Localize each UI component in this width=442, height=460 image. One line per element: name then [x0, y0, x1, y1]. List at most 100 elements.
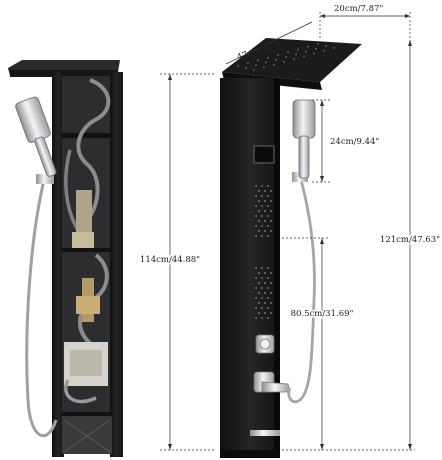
left-hand-shower: [15, 96, 57, 177]
nozzle-hole: [277, 54, 279, 56]
nozzle-hole: [245, 67, 247, 69]
jet-hole: [258, 230, 260, 232]
jet-hole: [270, 210, 272, 212]
label-handshower-drop: 24cm/9.44": [330, 137, 379, 147]
jet-hole: [264, 220, 266, 222]
panel-right-rail: [110, 72, 123, 457]
panel-inner-back: [62, 76, 110, 454]
panel-shelf-1: [62, 133, 112, 138]
label-total-height: 121cm/47.63": [380, 235, 440, 245]
nozzle-hole: [267, 56, 269, 59]
valve-block: [76, 296, 100, 314]
jet-hole: [255, 215, 257, 217]
jet-hole: [258, 210, 260, 212]
diverter-knob: [255, 334, 275, 354]
jet-hole: [255, 267, 257, 269]
nozzle-hole: [313, 52, 315, 55]
dimension-arrowheads: [168, 14, 412, 450]
nozzle-hole: [305, 50, 307, 53]
nozzle-hole: [325, 45, 327, 47]
right-hand-shower-hose: [287, 175, 316, 404]
jet-hole: [255, 317, 257, 319]
panel-column: [220, 78, 280, 456]
jet-hole: [267, 277, 269, 279]
jet-hole: [258, 200, 260, 202]
rainfall-nozzle-grid: [237, 43, 335, 71]
temperature-display: [253, 145, 275, 164]
jet-hole: [267, 195, 269, 197]
nozzle-hole: [293, 58, 295, 60]
panel-bottom-cross: [63, 419, 111, 453]
nozzle-hole: [247, 62, 249, 65]
jet-hole: [270, 292, 272, 294]
jet-hole: [267, 297, 269, 299]
jet-hole: [264, 272, 266, 274]
left-hand-shower-hose: [25, 179, 58, 438]
jet-hole: [261, 317, 263, 319]
inner-hose-1: [76, 78, 111, 224]
nozzle-hole: [253, 69, 255, 71]
jet-hole: [255, 205, 257, 207]
jet-hole: [255, 287, 257, 289]
nozzle-hole: [307, 45, 309, 48]
jet-hole: [270, 220, 272, 222]
open-panel-back-view: [8, 60, 123, 457]
jet-hole: [270, 190, 272, 192]
jet-hole: [261, 205, 263, 207]
jet-hole: [261, 195, 263, 197]
nozzle-hole: [315, 47, 317, 50]
jet-hole: [267, 317, 269, 319]
jet-hole: [267, 225, 269, 227]
jet-hole: [270, 312, 272, 314]
nozzle-hole: [257, 59, 259, 62]
jet-hole: [267, 205, 269, 207]
body-jets-lower: [255, 267, 272, 319]
nozzle-hole: [323, 49, 325, 52]
jet-hole: [258, 220, 260, 222]
jet-hole: [267, 185, 269, 187]
inner-hose-3: [64, 149, 80, 231]
right-hand-shower: [292, 99, 316, 179]
nozzle-hole: [317, 43, 319, 45]
jet-hole: [258, 190, 260, 192]
lower-hose-loop: [64, 379, 97, 404]
jet-hole: [258, 292, 260, 294]
brass-pipe-upper: [76, 190, 92, 242]
nozzle-hole: [265, 61, 267, 64]
jet-hole: [264, 292, 266, 294]
jet-hole: [261, 277, 263, 279]
panel-column-edge: [274, 78, 280, 456]
jet-hole: [255, 297, 257, 299]
jet-hole: [270, 302, 272, 304]
nozzle-hole: [333, 47, 335, 49]
nozzle-hole: [303, 55, 305, 58]
jet-hole: [267, 235, 269, 237]
jet-hole: [267, 215, 269, 217]
nozzle-hole: [255, 64, 257, 67]
nozzle-hole: [295, 53, 297, 56]
nozzle-hole: [285, 56, 287, 58]
jet-hole: [264, 230, 266, 232]
dimension-lines: [160, 12, 415, 451]
nozzle-hole: [287, 51, 289, 54]
body-jets-upper: [255, 185, 272, 237]
mixer-valve-lever: [253, 371, 291, 393]
jet-hole: [264, 282, 266, 284]
jet-hole: [261, 297, 263, 299]
jet-hole: [261, 307, 263, 309]
jet-hole: [264, 210, 266, 212]
label-width-top: 20cm/7.87": [334, 4, 383, 14]
panel-foot: [220, 450, 280, 458]
panel-shelf-2: [62, 248, 112, 252]
jet-hole: [255, 225, 257, 227]
left-hand-shower-holder: [36, 174, 54, 184]
waterfall-spout: [250, 430, 280, 436]
jet-hole: [270, 282, 272, 284]
nozzle-hole: [273, 63, 275, 66]
jet-hole: [270, 272, 272, 274]
jet-hole: [261, 185, 263, 187]
diverter-box-inner: [70, 350, 102, 376]
jet-hole: [258, 272, 260, 274]
nozzle-hole: [263, 66, 265, 69]
